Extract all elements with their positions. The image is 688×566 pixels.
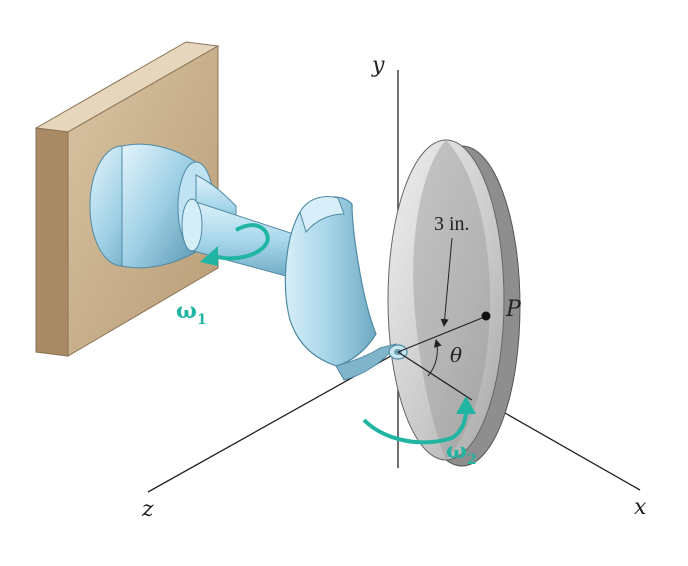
omega1-label: ω1 <box>176 298 207 328</box>
omega1-symbol: ω <box>176 298 197 324</box>
radius-label: 3 in. <box>434 213 470 235</box>
omega2-subscript: 2 <box>467 452 477 468</box>
disk-shadow <box>413 140 490 460</box>
theta-label: θ <box>450 343 462 367</box>
omega2-label: ω2 <box>446 438 477 468</box>
y-axis-label: y <box>371 53 385 78</box>
radius-construction <box>397 237 491 377</box>
omega2-arrow <box>362 396 476 445</box>
omega1-arrow <box>200 223 270 266</box>
omega1-subscript: 1 <box>197 312 207 328</box>
point-p-label: P <box>505 297 522 322</box>
omega2-symbol: ω <box>446 438 467 464</box>
x-axis-label: x <box>634 495 647 520</box>
leader-line <box>440 237 453 327</box>
fork-yoke <box>284 196 408 381</box>
disk <box>387 139 521 467</box>
z-axis-label: z <box>141 497 154 522</box>
radius-line <box>397 317 483 353</box>
front-axes <box>397 351 473 401</box>
angle-arc <box>427 339 442 377</box>
point-p-marker <box>481 311 491 321</box>
